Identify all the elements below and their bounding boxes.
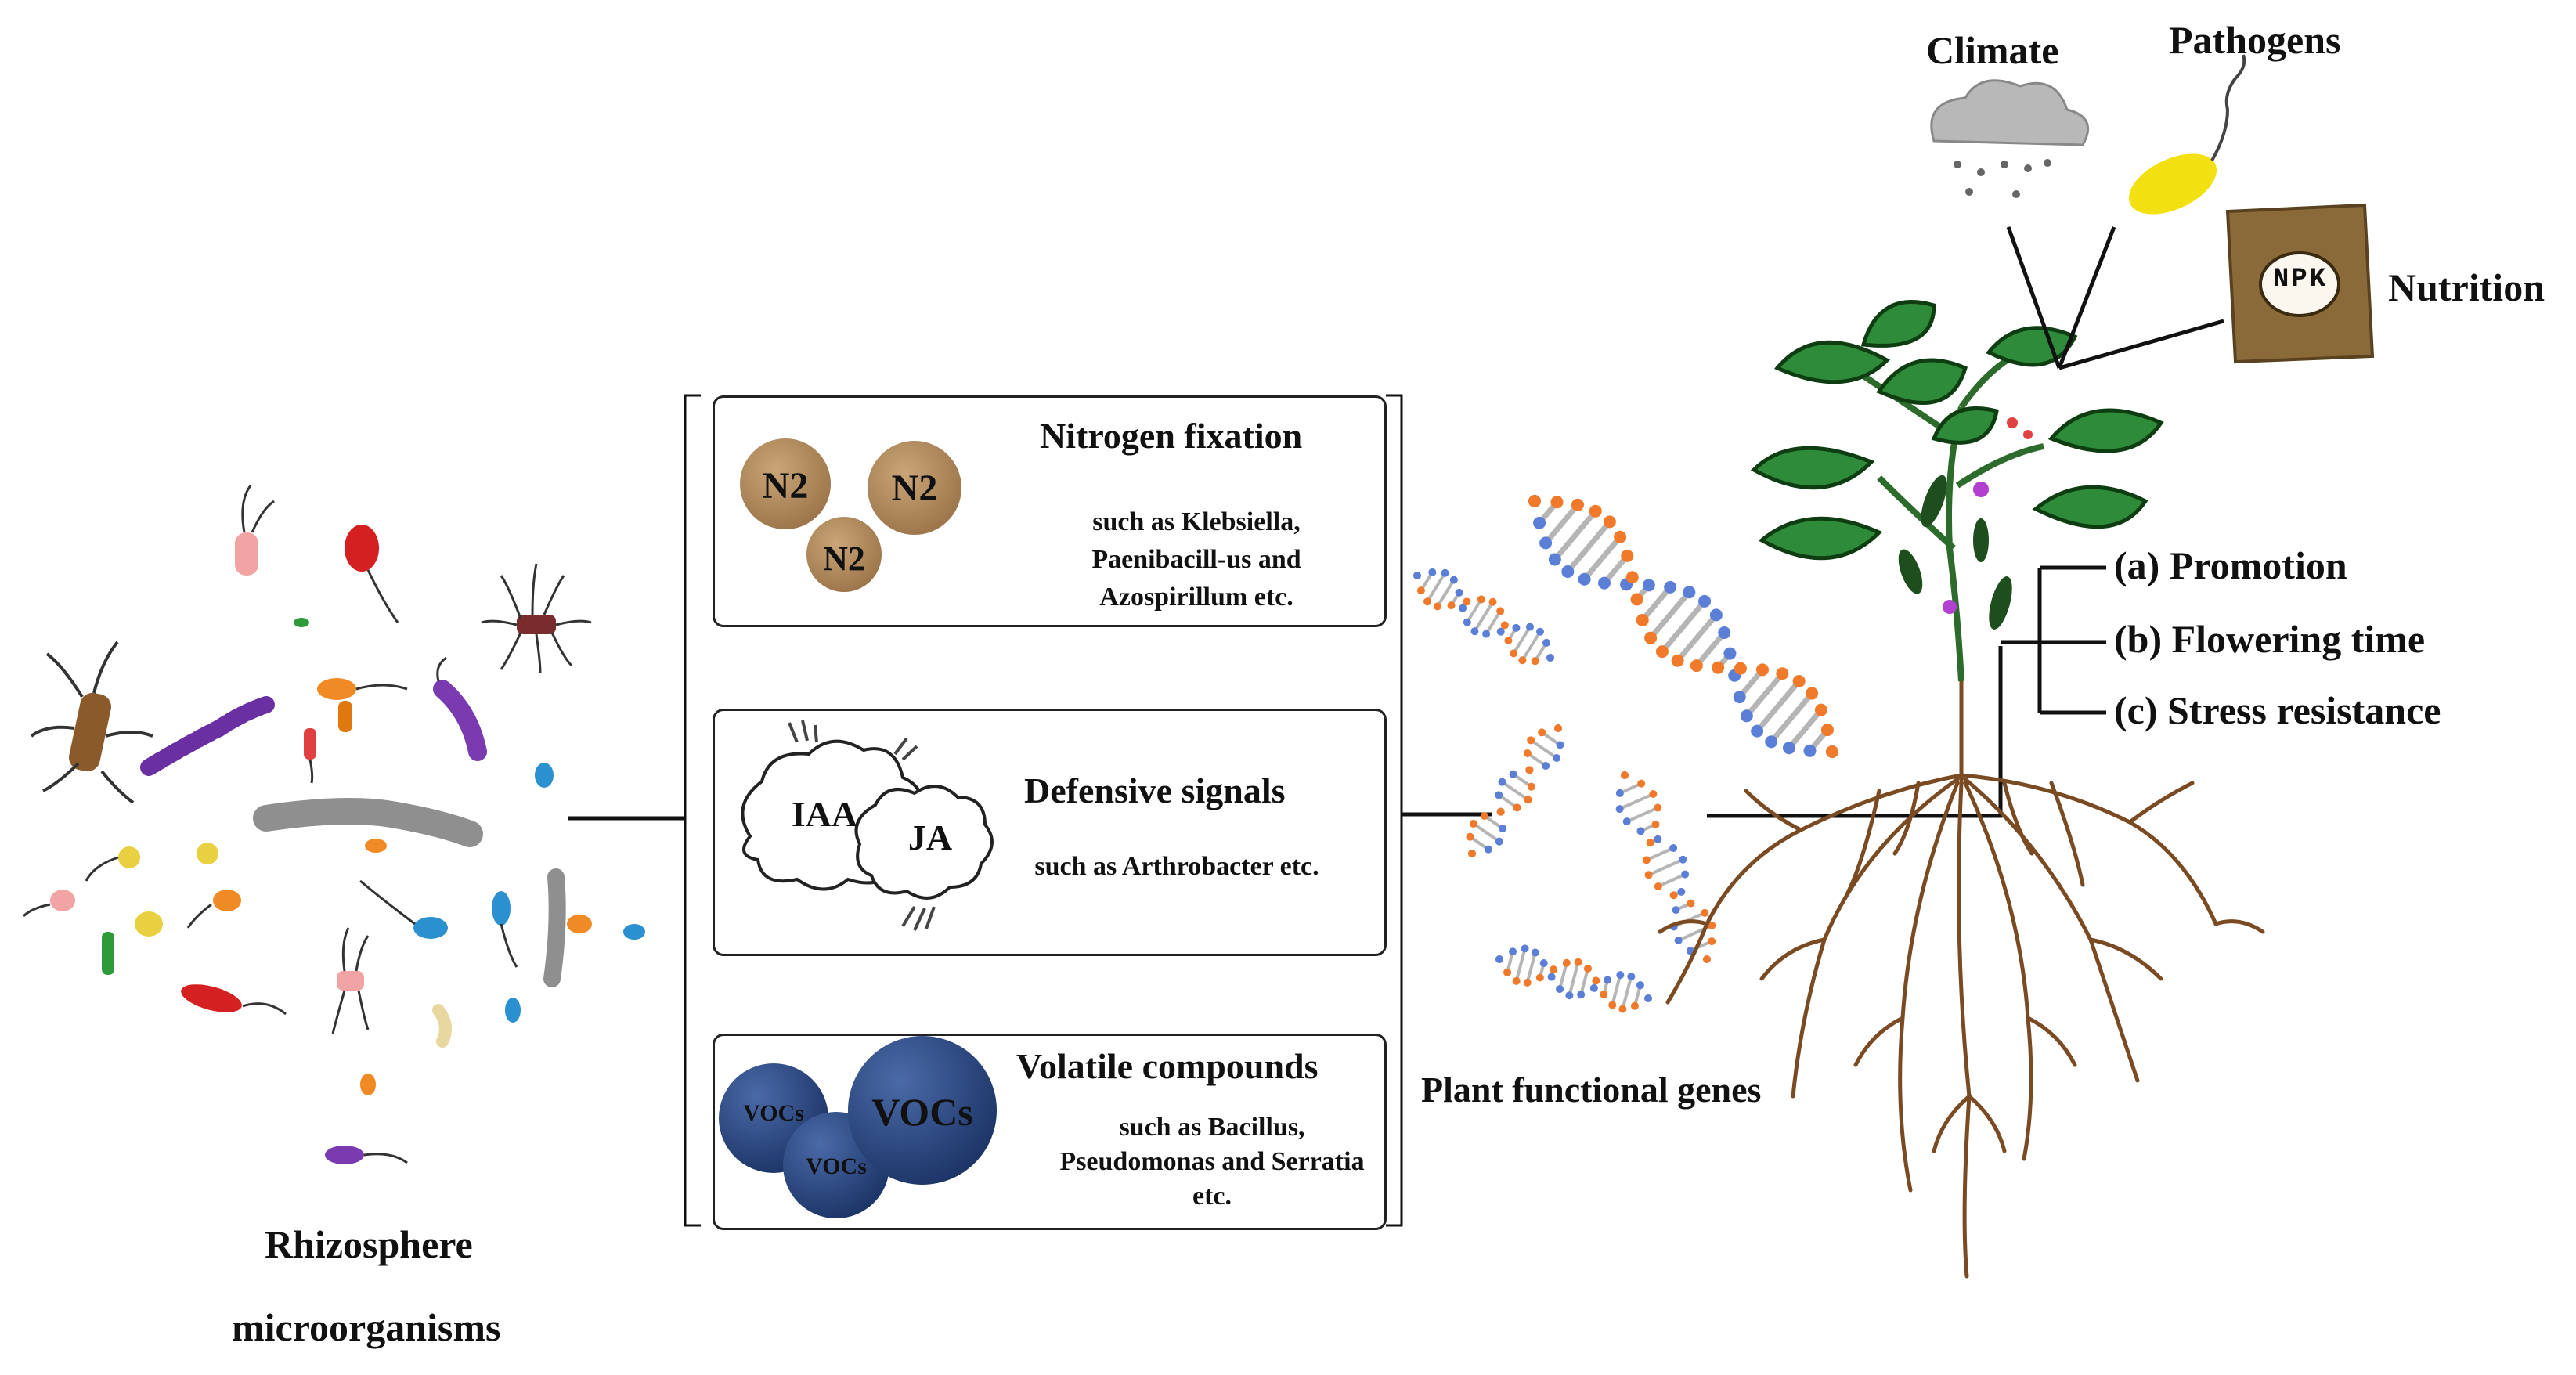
dna-helices (1413, 495, 1838, 1013)
microbe-small-colored (22, 618, 645, 975)
box-subtitle-nitrogen: such as Klebsiella, Paenibacill-us and A… (1091, 507, 1301, 612)
iaa-label: IAA (791, 794, 858, 834)
effect-promotion: (a) Promotion (2114, 543, 2347, 588)
effect-text-flowering: Flowering time (2171, 617, 2426, 661)
ja-label: JA (907, 817, 953, 857)
n2-molecules (740, 438, 961, 592)
microbe-gray-rod (253, 798, 566, 987)
label-rhizosphere: Rhizosphere (265, 1222, 473, 1266)
voc-label-3: VOCs (871, 1090, 973, 1134)
microbe-brown-rod (30, 641, 153, 804)
bracket-right (1386, 394, 1403, 1227)
dna-helix (1528, 495, 1838, 758)
box-subtitle-defensive: such as Arthrobacter etc. (1034, 852, 1319, 881)
box-volatile-compounds: VOCs VOCs VOCs Volatile compounds such a… (713, 1034, 1387, 1230)
box-title-nitrogen: Nitrogen fixation (1040, 416, 1303, 456)
plant-pods (1898, 475, 2012, 630)
voc-label-1: VOCs (743, 1100, 804, 1126)
microbe-spider (481, 563, 592, 674)
connector-right (1707, 646, 2003, 818)
plant-stem (1861, 349, 2044, 682)
label-microorganisms: microorganisms (232, 1305, 501, 1349)
effect-text-promotion: Promotion (2169, 543, 2347, 587)
effect-text-stress: Stress resistance (2167, 688, 2441, 732)
microbe-pink-flagellate (235, 485, 275, 576)
effects-connector (2001, 565, 2106, 715)
label-climate: Climate (1926, 28, 2059, 72)
microbe-bottom (325, 998, 521, 1164)
plant-flowers (1943, 417, 2033, 614)
plant (1658, 300, 2265, 1279)
n2-label-3: N2 (823, 540, 865, 578)
pathogen-icon (2128, 54, 2246, 215)
box-subtitle-volatile: such as Bacillus, Pseudomonas and Serrat… (1059, 1113, 1365, 1211)
dna-helix (1466, 724, 1564, 857)
effect-prefix-b: (b) (2114, 617, 2163, 661)
plant-leaves (1750, 300, 2164, 561)
box-defensive-signals: IAA JA Defensive signals such as Arthrob… (713, 709, 1387, 956)
microbe-orange-group (304, 678, 408, 784)
effect-stress-resistance: (c) Stress resistance (2114, 688, 2441, 733)
microbe-red-oval (345, 525, 399, 623)
npk-text: NPK (2272, 265, 2329, 294)
label-nutrition: Nutrition (2388, 265, 2545, 309)
box-nitrogen-fixation: N2 N2 N2 Nitrogen fixation such as Klebs… (713, 395, 1387, 627)
microbe-cluster (22, 485, 645, 1164)
microbe-purple-chain (140, 696, 275, 776)
factor-lines (2006, 226, 2224, 370)
microbe-purple-curve (433, 656, 487, 761)
effect-prefix-c: (c) (2114, 688, 2158, 732)
effect-prefix-a: (a) (2114, 543, 2160, 587)
label-plant-functional-genes: Plant functional genes (1421, 1070, 1762, 1110)
n2-label-1: N2 (762, 465, 809, 507)
plant-roots (1658, 679, 2265, 1279)
signal-clouds (741, 720, 994, 931)
voc-label-2: VOCs (806, 1153, 867, 1179)
box-title-defensive: Defensive signals (1024, 771, 1286, 810)
dna-helix (1413, 568, 1554, 666)
box-title-volatile: Volatile compounds (1016, 1046, 1319, 1086)
n2-label-2: N2 (891, 467, 938, 509)
microbe-red-rod (181, 984, 287, 1016)
dna-helix (1615, 771, 1716, 963)
dna-helix (1495, 944, 1652, 1013)
voc-spheres (719, 1036, 997, 1218)
npk-bag-icon (2225, 203, 2375, 364)
label-pathogens: Pathogens (2169, 18, 2341, 62)
microbe-pink-spider (331, 927, 370, 1034)
bracket-left (684, 394, 701, 1227)
effect-flowering-time: (b) Flowering time (2114, 616, 2425, 662)
cloud-icon (1930, 79, 2090, 198)
